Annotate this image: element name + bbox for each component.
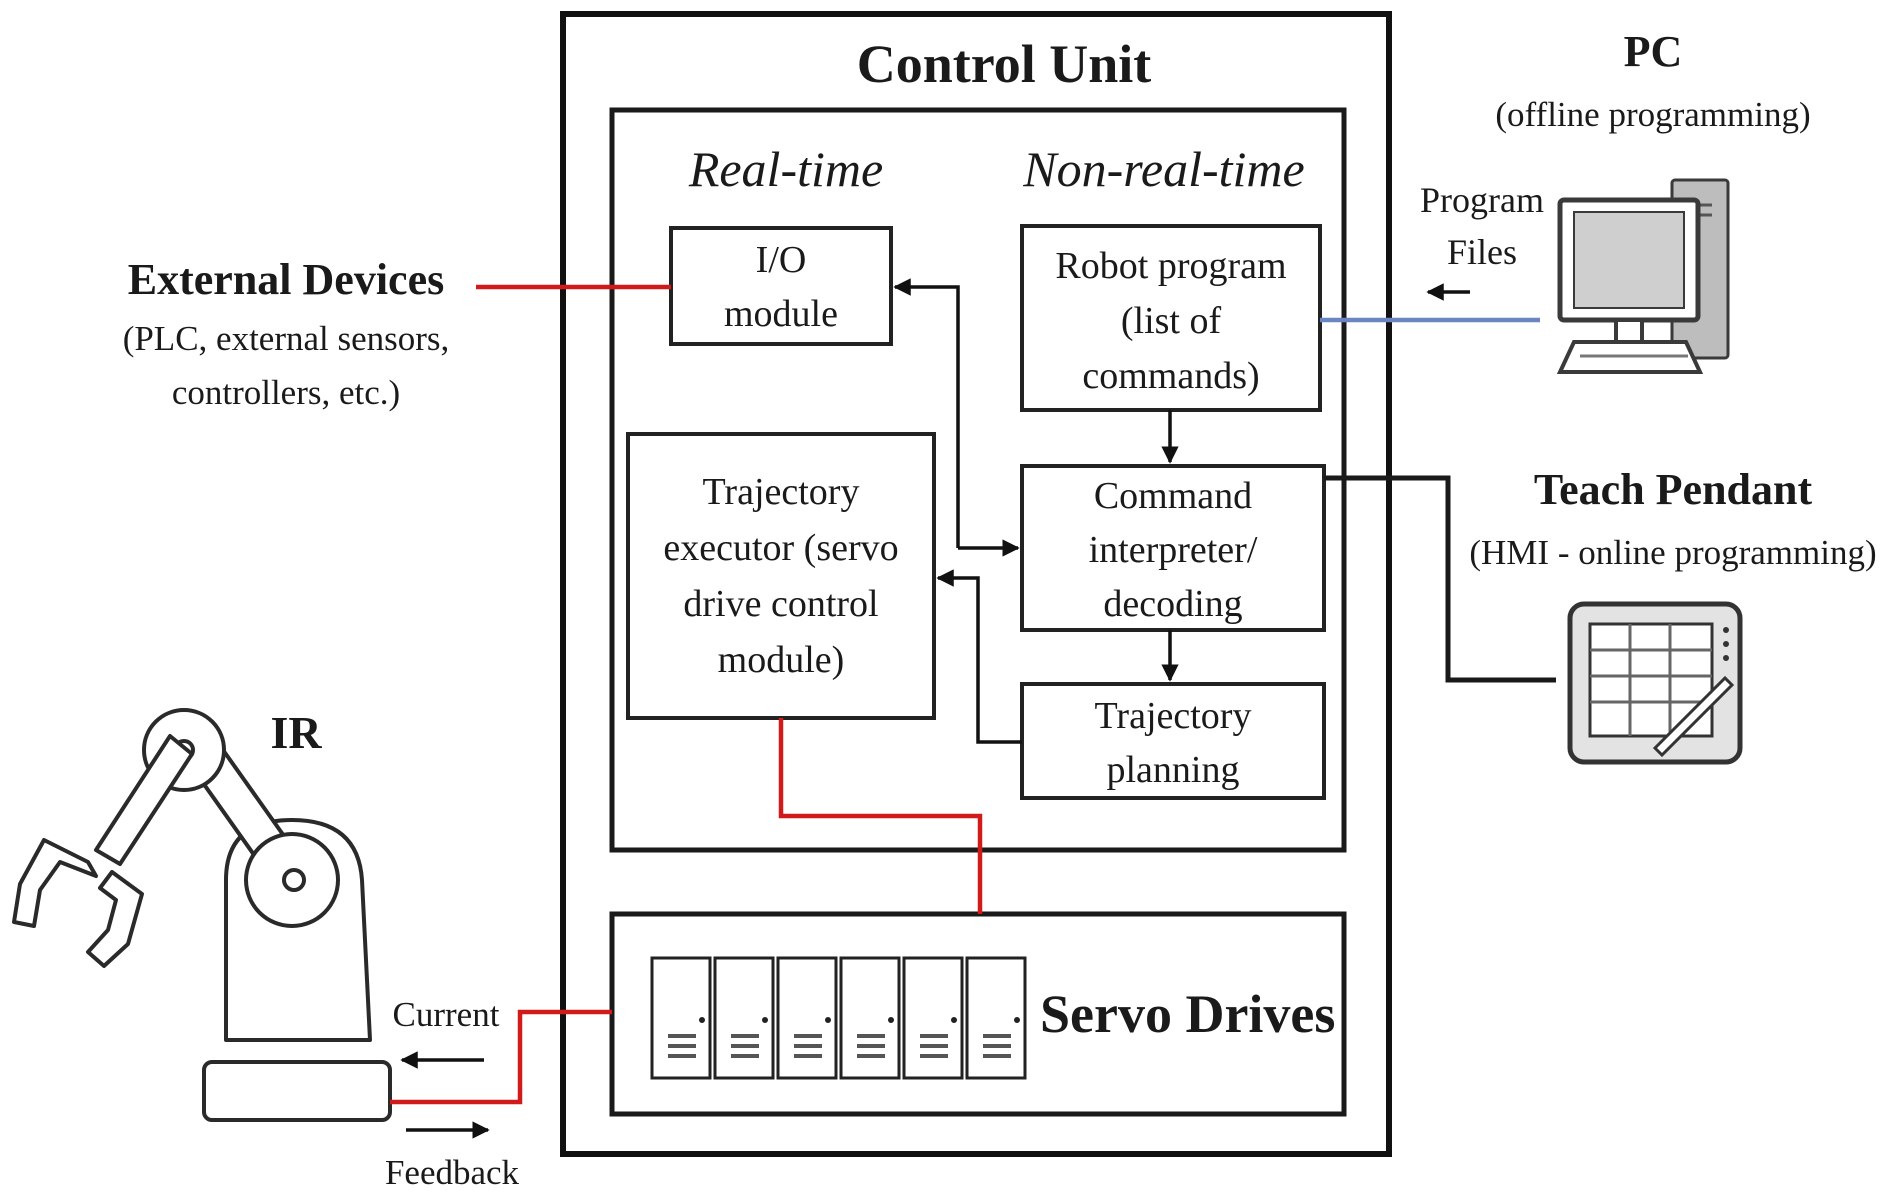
- nonrealtime-label: Non-real-time: [1022, 141, 1304, 197]
- program-files-line-1: Program: [1420, 180, 1544, 220]
- control-unit-frame: [560, 11, 1392, 1157]
- robot-base: [202, 1060, 392, 1122]
- command-interpreter-block: Command interpreter/ decoding: [1020, 464, 1326, 632]
- trajectory-executor-line-4: module): [718, 639, 845, 681]
- robot-program-line-3: commands): [1082, 355, 1259, 397]
- teach-pendant-cable: [1324, 475, 1556, 683]
- trajectory-planning-block: Trajectory planning: [1020, 682, 1326, 800]
- servo-drive-unit: [965, 956, 1027, 1080]
- external-devices-subtitle-2: controllers, etc.): [172, 373, 400, 412]
- planning-to-executor-arrow: [936, 569, 1022, 744]
- program-files-line-2: Files: [1447, 232, 1517, 272]
- servo-drive-unit: [713, 956, 775, 1080]
- trajectory-planning-line-2: planning: [1107, 749, 1240, 791]
- io-module-block: I/O module: [669, 226, 893, 346]
- trajectory-executor-block: Trajectory executor (servo drive control…: [626, 432, 936, 720]
- robot-to-servo-line: [390, 1009, 612, 1105]
- current-label: Current: [393, 995, 500, 1034]
- robot-gripper-finger: [12, 838, 98, 928]
- pc-title: PC: [1624, 27, 1683, 76]
- servo-drive-unit: [650, 956, 712, 1080]
- stylus-icon: [1652, 675, 1735, 758]
- robot-program-line-2: (list of: [1121, 300, 1222, 342]
- servo-drives-label: Servo Drives: [1040, 984, 1335, 1044]
- servo-drive-unit: [839, 956, 901, 1080]
- pc-icon: [1556, 178, 1730, 374]
- command-interpreter-line-1: Command: [1094, 475, 1252, 517]
- servo-drive-unit: [776, 956, 838, 1080]
- io-module-line-2: module: [724, 293, 838, 335]
- teach-pendant-title: Teach Pendant: [1534, 465, 1813, 514]
- robot-program-block: Robot program (list of commands): [1020, 224, 1322, 412]
- trajectory-executor-line-3: drive control: [683, 583, 878, 625]
- external-devices-title: External Devices: [128, 255, 444, 304]
- servo-drive-unit: [902, 956, 964, 1080]
- robot-program-line-1: Robot program: [1055, 245, 1286, 287]
- robot-arm-icon: [12, 708, 392, 1122]
- trajectory-executor-line-1: Trajectory: [703, 471, 860, 513]
- teach-pendant-subtitle: (HMI - online programming): [1469, 533, 1876, 572]
- servo-drive-units: [650, 956, 1027, 1080]
- teach-pendant-icon: [1567, 601, 1743, 765]
- control-unit-title: Control Unit: [857, 34, 1152, 94]
- command-interpreter-line-3: decoding: [1103, 583, 1242, 625]
- executor-to-servo-line: [778, 718, 983, 914]
- realtime-label: Real-time: [688, 141, 883, 197]
- robot-label: IR: [270, 707, 322, 758]
- pc-subtitle: (offline programming): [1495, 95, 1810, 134]
- command-interpreter-line-2: interpreter/: [1089, 529, 1258, 571]
- feedback-label: Feedback: [385, 1153, 520, 1192]
- interpreter-to-io-arrow: [893, 278, 960, 548]
- io-module-line-1: I/O: [756, 239, 807, 281]
- trajectory-planning-line-1: Trajectory: [1095, 695, 1252, 737]
- trajectory-executor-line-2: executor (servo: [663, 527, 898, 569]
- external-devices-subtitle-1: (PLC, external sensors,: [123, 319, 450, 358]
- robot-forearm: [94, 734, 194, 866]
- robot-gripper-finger: [86, 870, 144, 968]
